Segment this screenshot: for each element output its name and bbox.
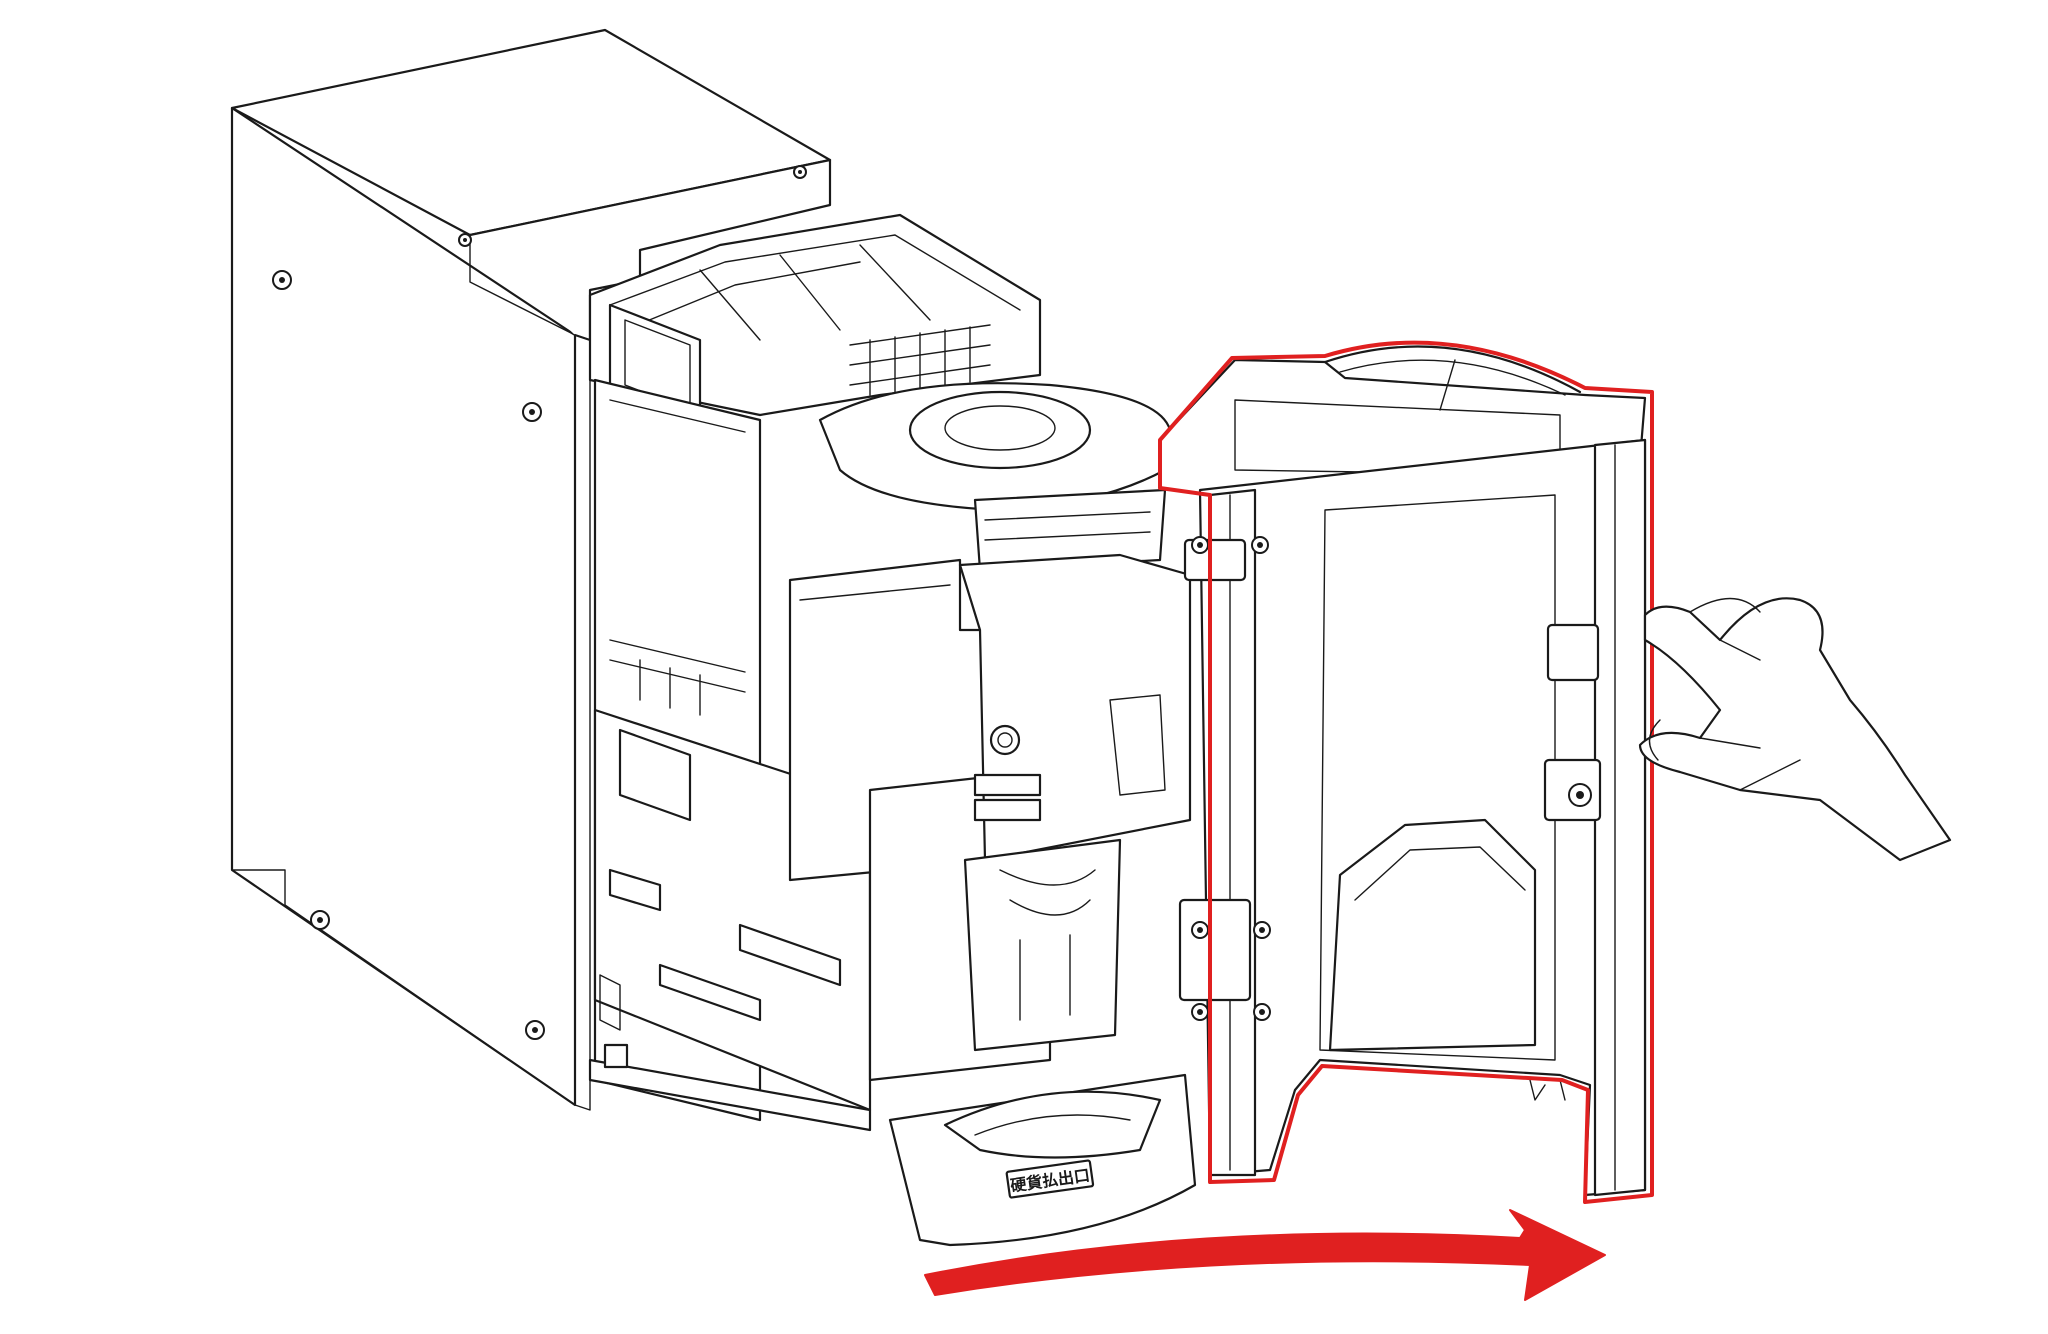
main-cabinet <box>230 28 832 1111</box>
door-highlight-outline <box>1158 340 1654 1204</box>
hand-icon <box>1638 597 1952 862</box>
door-screws <box>1191 536 1592 1021</box>
side-panel-screws <box>272 165 807 1040</box>
top-coin-tray <box>588 213 1042 432</box>
front-door <box>1158 340 1654 1204</box>
coin-hopper <box>818 382 1172 572</box>
curved-arrow-icon <box>924 1209 1606 1301</box>
inner-mechanism <box>588 378 1192 1132</box>
coin-exit-tray: 硬貨払出口 <box>888 1073 1197 1247</box>
